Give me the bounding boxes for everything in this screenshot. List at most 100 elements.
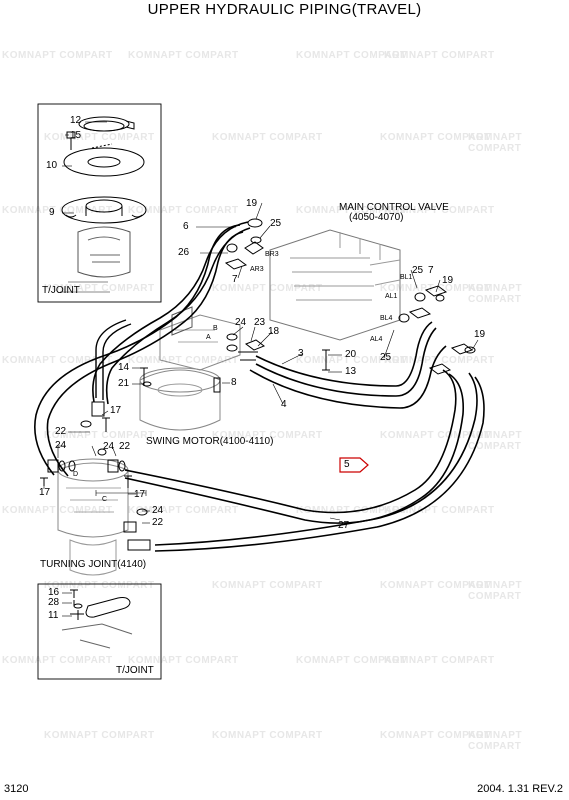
part-number: 7 xyxy=(232,274,238,285)
port-label-al1: AL1 xyxy=(385,293,398,300)
part-number: 6 xyxy=(183,221,189,232)
bracket-11 xyxy=(85,597,131,618)
watermark-text: KOMNAPT COMPART xyxy=(380,132,491,143)
port-label-bl4: BL4 xyxy=(380,315,393,322)
watermark-text: KOMNAPT COMPART xyxy=(296,205,407,216)
hose-6 xyxy=(92,221,249,403)
part-number: 11 xyxy=(48,610,59,621)
leader-lines xyxy=(43,121,479,617)
part-number: 18 xyxy=(268,326,280,337)
main-control-valve-range: (4050-4070) xyxy=(349,212,404,223)
part-number: 22 xyxy=(119,441,131,452)
watermark-text: KOMNAPT COMPART xyxy=(44,730,155,741)
part-number: 5 xyxy=(344,459,350,470)
watermark-text: KOMNAPT COMPART xyxy=(380,430,491,441)
part-number: 24 xyxy=(103,441,115,452)
hose-3 xyxy=(255,321,433,387)
part-number: 10 xyxy=(46,160,58,171)
tjoint-label-top: T/JOINT xyxy=(42,285,80,296)
part-number: 4 xyxy=(281,399,287,410)
swing-motor-label: SWING MOTOR(4100-4110) xyxy=(146,436,274,447)
watermark-text: KOMNAPT COMPART xyxy=(296,355,407,366)
part-number: 20 xyxy=(345,349,357,360)
watermark-text: KOMNAPT COMPART xyxy=(2,355,113,366)
swing-motor xyxy=(139,369,221,431)
watermark-text: KOMNAPT COMPART xyxy=(2,505,113,516)
watermark-text: KOMNAPT COMPART xyxy=(128,655,239,666)
port-label-al4: AL4 xyxy=(370,336,383,343)
watermark-text: KOMNAPT COMPART xyxy=(128,505,239,516)
cover-plate xyxy=(63,147,145,177)
watermark-text: KOMNAPT COMPART xyxy=(128,50,239,61)
seal-ring xyxy=(61,196,147,224)
turning-joint-body xyxy=(57,462,129,538)
main-control-valve-label: MAIN CONTROL VALVE xyxy=(339,202,449,213)
hose-26 xyxy=(34,224,241,476)
port-label-b: B xyxy=(213,325,218,332)
watermark-text: KOMNAPT COMPART xyxy=(128,355,239,366)
part-number: 12 xyxy=(70,115,82,126)
page-code: 3120 xyxy=(4,783,29,795)
port-label-br3: BR3 xyxy=(265,251,279,258)
part-number: 22 xyxy=(152,517,164,528)
watermark-text: KOMNAPT COMPART xyxy=(384,505,495,516)
part-number: 19 xyxy=(246,198,258,209)
part-number: 3 xyxy=(298,348,304,359)
part-number: 17 xyxy=(39,487,51,498)
watermark-text: KOMNAPT COMPART xyxy=(296,505,407,516)
watermark-text: KOMNAPT COMPART xyxy=(384,205,495,216)
tjoint-label-bottom: T/JOINT xyxy=(116,665,154,676)
item-5-marker xyxy=(339,457,369,473)
port-label-bl1: BL1 xyxy=(400,274,413,281)
watermark-text: KOMNAPT COMPART xyxy=(468,580,523,602)
watermark-text: KOMNAPT COMPART xyxy=(468,283,523,305)
tjoint-inset-box-top xyxy=(37,103,162,303)
part-number: 24 xyxy=(235,317,247,328)
watermark-text: KOMNAPT COMPART xyxy=(44,580,155,591)
watermark-text: KOMNAPT COMPART xyxy=(384,355,495,366)
fittings xyxy=(40,218,476,551)
watermark-text: KOMNAPT COMPART xyxy=(2,50,113,61)
watermark-text: KOMNAPT COMPART xyxy=(468,730,523,752)
part-number: 16 xyxy=(48,587,60,598)
watermark-text: KOMNAPT COMPART xyxy=(468,132,523,154)
watermark-text: KOMNAPT COMPART xyxy=(128,205,239,216)
turning-joint-label: TURNING JOINT(4140) xyxy=(40,559,147,570)
hose-4 xyxy=(249,345,447,409)
part-number: 22 xyxy=(55,426,67,437)
watermark-text: KOMNAPT COMPART xyxy=(44,283,155,294)
part-number: 19 xyxy=(442,275,454,286)
watermark-text: KOMNAPT COMPART xyxy=(212,132,323,143)
watermark-text: KOMNAPT COMPART xyxy=(468,430,523,452)
part-number: 24 xyxy=(55,440,67,451)
part-number: 17 xyxy=(134,489,146,500)
part-number: 14 xyxy=(118,362,130,373)
port-label-c: C xyxy=(102,496,108,503)
watermark-text: KOMNAPT COMPART xyxy=(2,655,113,666)
part-number: 25 xyxy=(380,352,392,363)
part-number: 9 xyxy=(49,207,55,218)
watermark-text: KOMNAPT COMPART xyxy=(44,430,155,441)
part-number: 27 xyxy=(338,520,350,531)
watermark-text: KOMNAPT COMPART xyxy=(212,283,323,294)
watermark-text: KOMNAPT COMPART xyxy=(296,655,407,666)
page-title: UPPER HYDRAULIC PIPING(TRAVEL) xyxy=(147,1,422,18)
hose-27 xyxy=(124,369,457,514)
port-label-a: A xyxy=(206,334,211,341)
tjoint-body xyxy=(77,226,131,278)
part-number: 7 xyxy=(428,265,434,276)
watermark-text: KOMNAPT COMPART xyxy=(2,205,113,216)
part-number: 26 xyxy=(178,247,190,258)
part-number: 19 xyxy=(474,329,486,340)
bolt-15 xyxy=(66,131,76,150)
watermark-text: KOMNAPT COMPART xyxy=(212,580,323,591)
port-label-d: D xyxy=(73,471,79,478)
watermark-text: KOMNAPT COMPART xyxy=(380,283,491,294)
part-number: 15 xyxy=(70,130,82,141)
part-number: 13 xyxy=(345,366,357,377)
revision-label: 2004. 1.31 REV.2 xyxy=(477,783,563,795)
watermark-text: KOMNAPT COMPART xyxy=(380,580,491,591)
watermark-text: KOMNAPT COMPART xyxy=(44,132,155,143)
tjoint-inset-box-bottom xyxy=(37,583,162,680)
